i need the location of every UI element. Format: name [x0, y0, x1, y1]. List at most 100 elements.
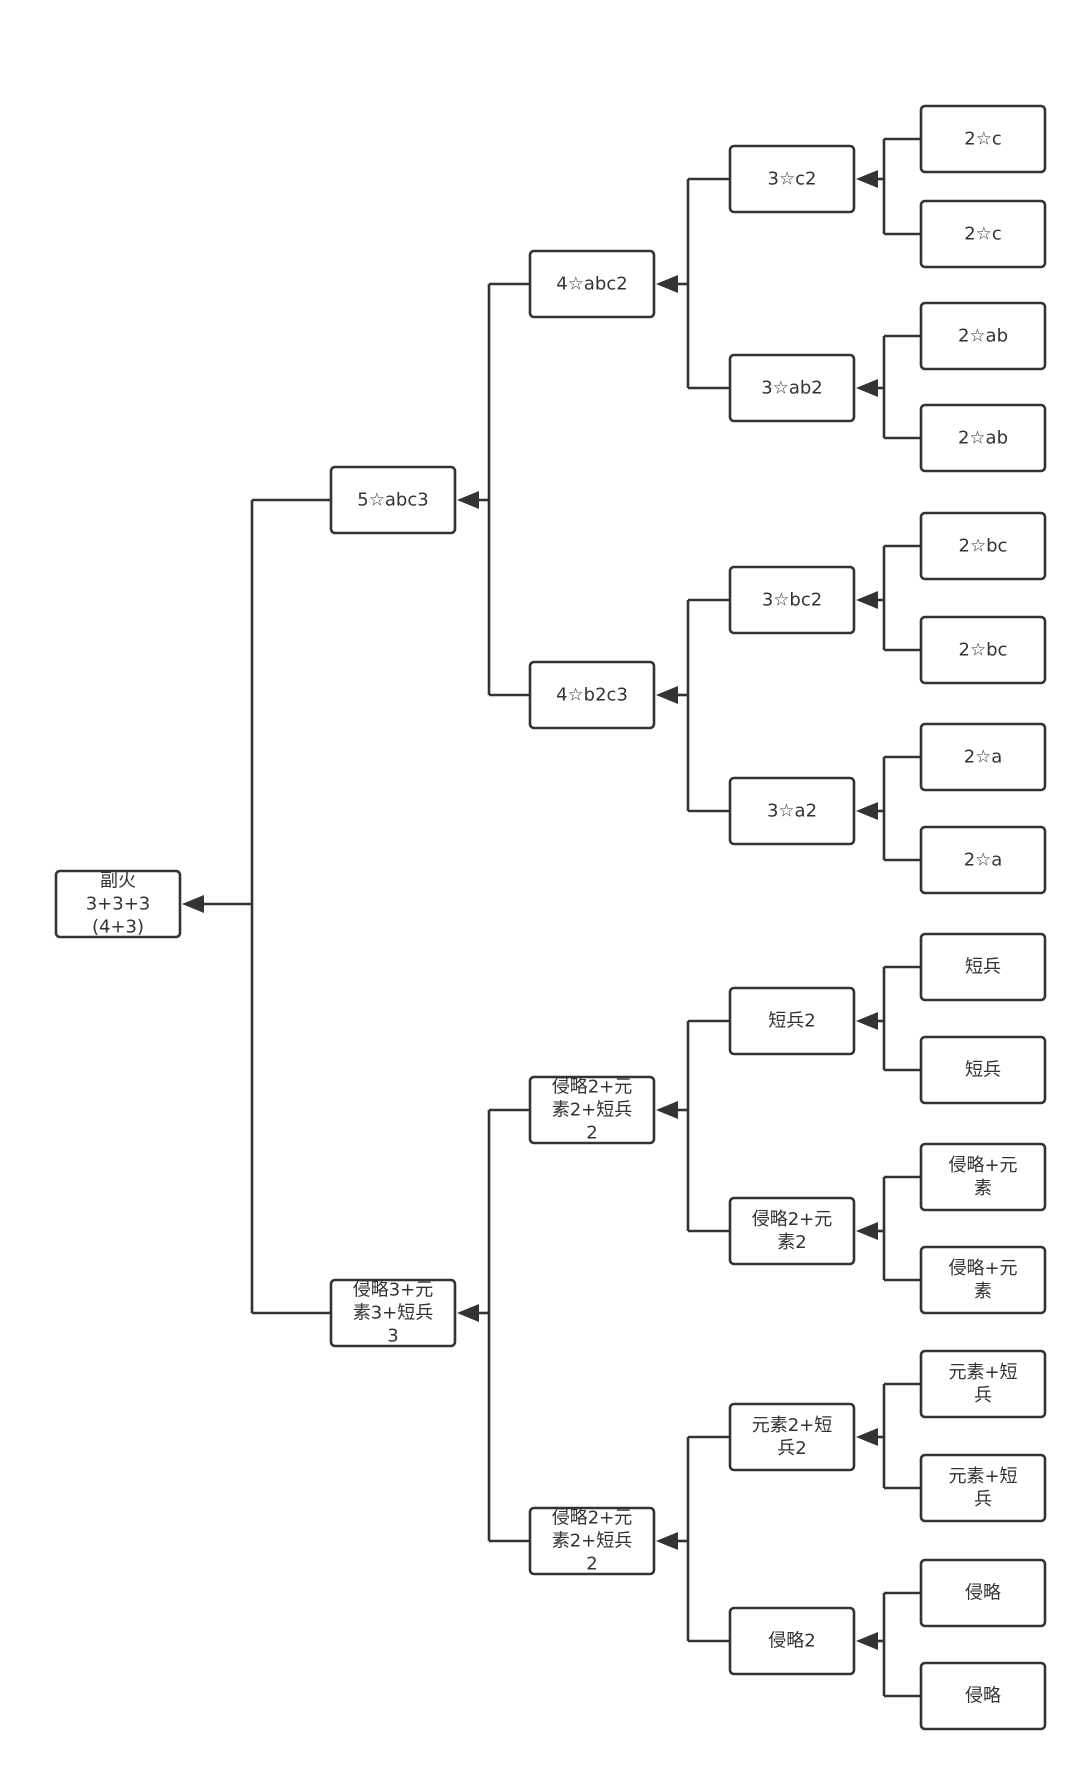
tree-node[interactable]: 元素2+短兵2: [728, 1402, 856, 1472]
tree-node[interactable]: 2☆c: [919, 104, 1047, 174]
arrowhead-icon: [856, 170, 878, 188]
node-box: [919, 722, 1047, 792]
node-box: [919, 403, 1047, 473]
tree-node[interactable]: 2☆ab: [919, 301, 1047, 371]
tree-node[interactable]: 2☆c: [919, 199, 1047, 269]
node-box: [728, 1196, 856, 1266]
arrowhead-icon: [856, 1012, 878, 1030]
tree-node[interactable]: 元素+短兵: [919, 1349, 1047, 1419]
node-label: 侵略+元: [948, 1155, 1017, 1176]
tree-node[interactable]: 4☆abc2: [528, 249, 656, 319]
tree-node[interactable]: 2☆a: [919, 722, 1047, 792]
node-label: 2☆ab: [958, 326, 1008, 347]
node-box: [728, 776, 856, 846]
node-box: [329, 1278, 457, 1348]
tree-node[interactable]: 副火3+3+3(4+3): [54, 869, 182, 939]
tree-node[interactable]: 3☆bc2: [728, 565, 856, 635]
node-label: 3☆ab2: [761, 378, 823, 399]
tree-node[interactable]: 侵略2+元素2: [728, 1196, 856, 1266]
node-box: [728, 1606, 856, 1676]
node-label: 素3+短兵: [353, 1303, 434, 1324]
tree-node[interactable]: 侵略2+元素2+短兵2: [528, 1506, 656, 1576]
tree-node[interactable]: 侵略: [919, 1661, 1047, 1731]
tree-node[interactable]: 侵略2+元素2+短兵2: [528, 1075, 656, 1145]
node-box: [919, 1349, 1047, 1419]
node-box: [528, 660, 656, 730]
node-label: 2☆c: [964, 224, 1002, 245]
node-label: 2☆ab: [958, 428, 1008, 449]
node-label: 侵略3+元: [353, 1280, 434, 1301]
arrowhead-icon: [856, 1632, 878, 1650]
node-label: 短兵: [965, 1060, 1001, 1081]
node-label: 2☆a: [964, 747, 1003, 768]
node-box: [919, 1035, 1047, 1105]
node-label: 侵略2+元: [552, 1508, 633, 1529]
node-label: 3☆bc2: [762, 590, 822, 611]
node-label: 兵2: [777, 1438, 806, 1459]
node-label: (4+3): [92, 917, 144, 938]
node-box: [728, 1402, 856, 1472]
node-box: [728, 144, 856, 214]
arrowhead-icon: [656, 275, 678, 293]
tree-node[interactable]: 2☆ab: [919, 403, 1047, 473]
node-box: [919, 1245, 1047, 1315]
tree-node[interactable]: 侵略+元素: [919, 1142, 1047, 1212]
node-box: [919, 1661, 1047, 1731]
node-label: 兵: [974, 1385, 992, 1406]
edges-layer: [182, 137, 921, 1698]
node-label: 2☆bc: [959, 536, 1008, 557]
node-label: 2☆c: [964, 129, 1002, 150]
node-box: [919, 825, 1047, 895]
tree-node[interactable]: 2☆a: [919, 825, 1047, 895]
tree-node[interactable]: 2☆bc: [919, 511, 1047, 581]
arrowhead-icon: [656, 1101, 678, 1119]
node-label: 3☆c2: [768, 169, 817, 190]
node-box: [54, 869, 182, 939]
node-label: 侵略: [965, 1686, 1001, 1707]
node-label: 素2: [777, 1232, 806, 1253]
node-label: 侵略: [965, 1583, 1001, 1604]
node-box: [919, 511, 1047, 581]
node-box: [919, 615, 1047, 685]
node-label: 素2+短兵: [552, 1100, 633, 1121]
tree-node[interactable]: 2☆bc: [919, 615, 1047, 685]
node-label: 侵略+元: [948, 1258, 1017, 1279]
tree-node[interactable]: 侵略3+元素3+短兵3: [329, 1278, 457, 1348]
tree-node[interactable]: 3☆ab2: [728, 353, 856, 423]
node-label: 短兵: [965, 957, 1001, 978]
nodes-layer: 副火3+3+3(4+3) 5☆abc3 侵略3+元素3+短兵3 4☆abc2 4☆b2c…: [54, 104, 1047, 1731]
tree-node[interactable]: 3☆c2: [728, 144, 856, 214]
node-label: 2☆a: [964, 850, 1003, 871]
node-label: 素: [974, 1178, 992, 1199]
node-label: 2: [586, 1554, 597, 1575]
tree-node[interactable]: 侵略: [919, 1558, 1047, 1628]
node-label: 素: [974, 1281, 992, 1302]
node-box: [528, 1075, 656, 1145]
node-label: 4☆b2c3: [556, 685, 628, 706]
node-label: 侵略2: [768, 1631, 815, 1652]
arrowhead-icon: [457, 1304, 479, 1322]
node-label: 素2+短兵: [552, 1531, 633, 1552]
tree-node[interactable]: 4☆b2c3: [528, 660, 656, 730]
node-label: 4☆abc2: [556, 274, 627, 295]
arrowhead-icon: [856, 591, 878, 609]
tree-node[interactable]: 5☆abc3: [329, 465, 457, 535]
tree-node[interactable]: 元素+短兵: [919, 1453, 1047, 1523]
arrowhead-icon: [656, 1532, 678, 1550]
tree-node[interactable]: 侵略+元素: [919, 1245, 1047, 1315]
tree-node[interactable]: 3☆a2: [728, 776, 856, 846]
node-box: [329, 465, 457, 535]
node-box: [919, 1558, 1047, 1628]
arrowhead-icon: [656, 686, 678, 704]
node-box: [728, 565, 856, 635]
tree-node[interactable]: 短兵2: [728, 986, 856, 1056]
tree-node[interactable]: 短兵: [919, 932, 1047, 1002]
arrowhead-icon: [182, 895, 204, 913]
tree-node[interactable]: 短兵: [919, 1035, 1047, 1105]
arrowhead-icon: [856, 802, 878, 820]
node-box: [728, 986, 856, 1056]
tree-node[interactable]: 侵略2: [728, 1606, 856, 1676]
node-label: 兵: [974, 1489, 992, 1510]
node-label: 短兵2: [768, 1011, 815, 1032]
